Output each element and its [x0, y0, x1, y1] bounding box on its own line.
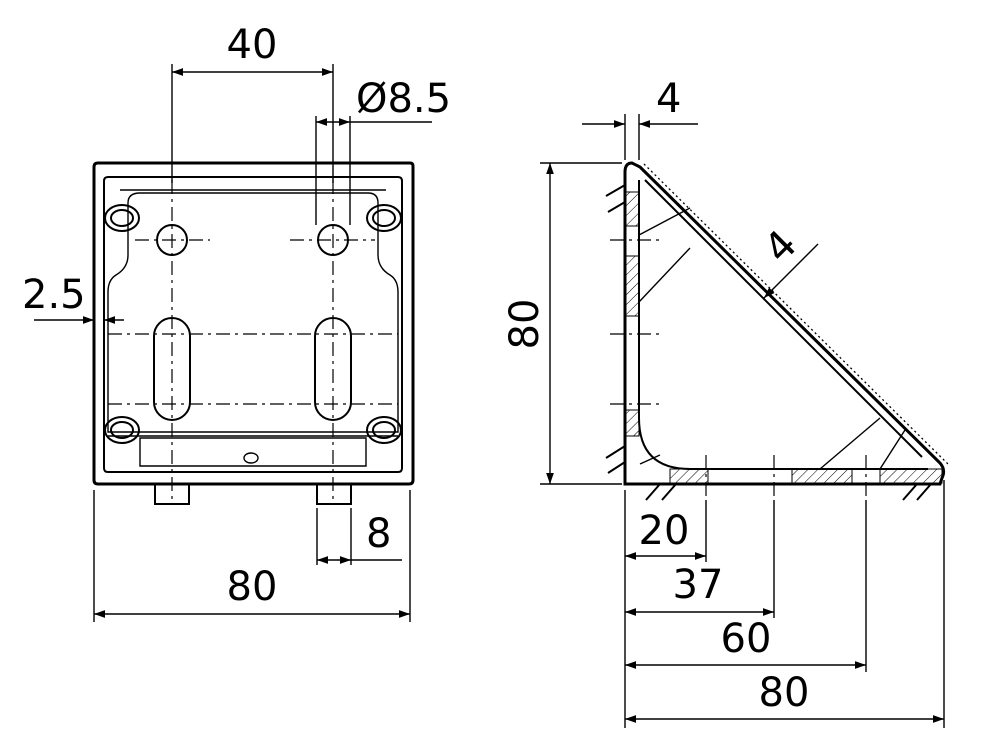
dim-hole-spacing-label: 40: [227, 22, 278, 68]
dim-chamfer: 4: [756, 222, 819, 299]
corner-hole-bottom-left: [104, 416, 140, 444]
dim-overall-height-label: 80: [502, 299, 548, 350]
side-center-lines: [610, 239, 867, 500]
dim-wall-thickness: 2.5: [22, 272, 124, 336]
dim-hole-diameter: Ø8.5: [315, 76, 451, 225]
dim-side-length: 80: [625, 480, 945, 728]
side-view: 4 4 80 20 37 60: [502, 76, 949, 728]
dim-slot-60: 60: [625, 500, 867, 672]
dim-slot-37-label: 37: [673, 562, 724, 608]
dim-slot-60-label: 60: [721, 616, 772, 662]
dim-side-wall: 4: [582, 76, 698, 160]
dim-tab-width-label: 8: [366, 511, 391, 557]
chamfer-edge: [643, 163, 949, 465]
tab-right: [316, 483, 352, 505]
dim-side-length-label: 80: [759, 670, 810, 716]
front-center-lines: [108, 180, 398, 500]
side-pins: [605, 184, 932, 501]
front-pocket: [107, 192, 399, 433]
dim-hole-spacing: 40: [171, 22, 334, 183]
side-outline: [623, 161, 946, 486]
dim-side-wall-label: 4: [656, 76, 681, 122]
front-outline: [92, 161, 415, 486]
corner-hole-top-right: [366, 204, 402, 232]
side-inner-profile: [638, 180, 928, 470]
dim-overall-height: 80: [502, 162, 622, 485]
dim-overall-width-label: 80: [227, 564, 278, 610]
dim-hole-diameter-label: Ø8.5: [356, 76, 451, 122]
dim-wall-thickness-label: 2.5: [22, 272, 86, 318]
small-hole: [243, 452, 259, 464]
front-inner-frame: [103, 176, 403, 473]
corner-hole-top-left: [104, 204, 140, 232]
dim-slot-20: 20: [625, 500, 707, 562]
front-view: 40 Ø8.5 2.5 8: [22, 22, 451, 622]
dim-slot-37: 37: [625, 500, 775, 618]
corner-hole-bottom-right: [366, 416, 402, 444]
dim-slot-20-label: 20: [639, 508, 690, 554]
dim-overall-width: 80: [93, 490, 411, 622]
dim-tab-width: 8: [316, 508, 402, 565]
